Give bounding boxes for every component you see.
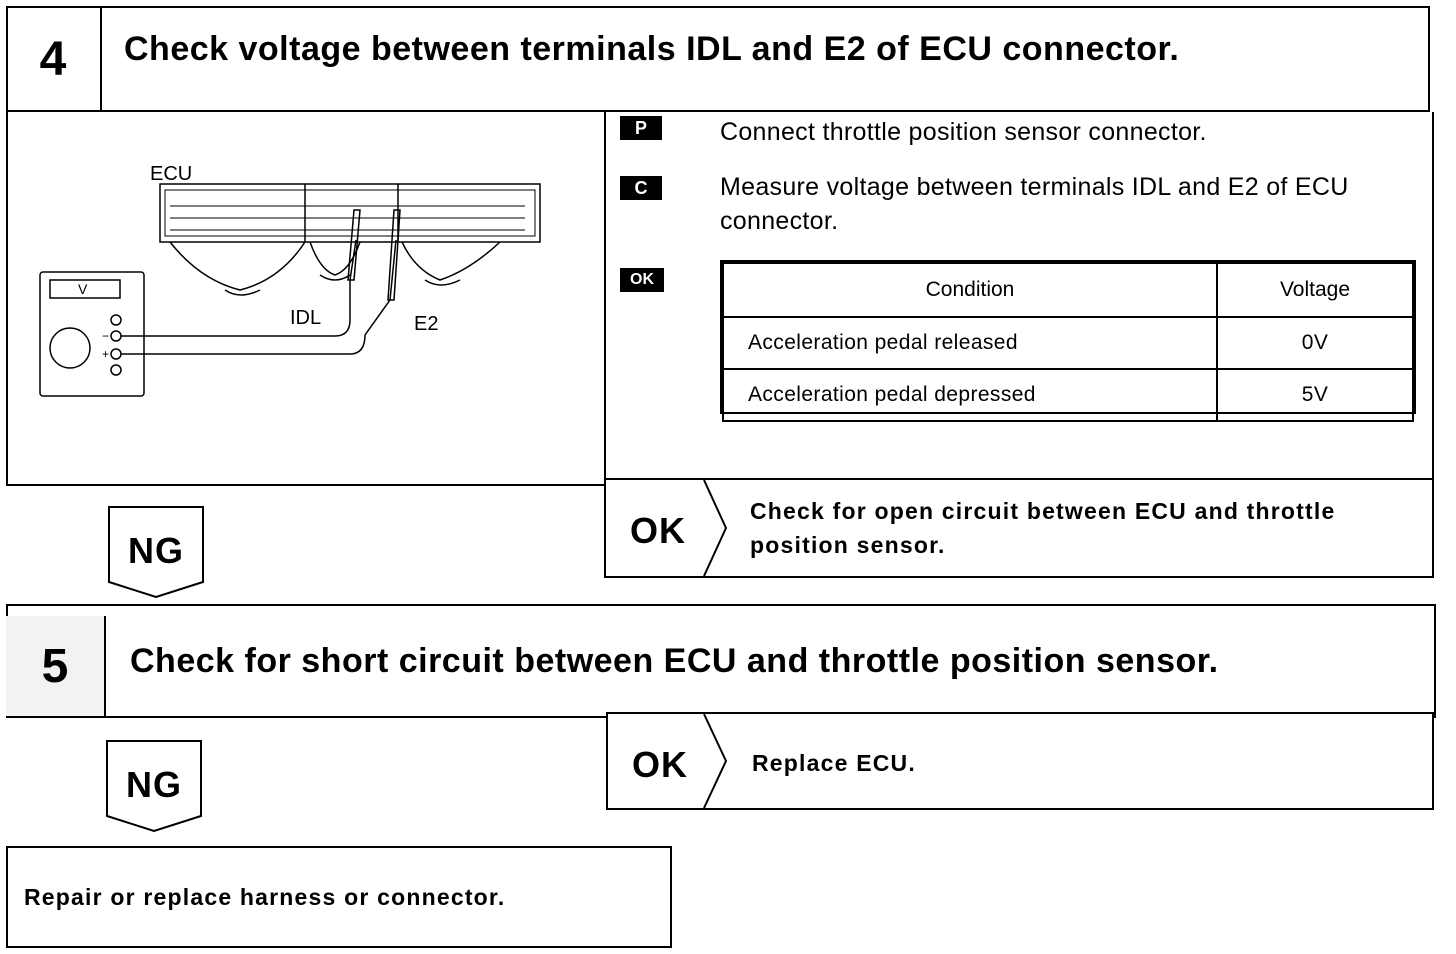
final-action-text: Repair or replace harness or connector. [24, 884, 506, 910]
table-header-condition: Condition [722, 262, 1218, 318]
step4-header [6, 6, 1430, 112]
table-cell-voltage: 5V [1216, 368, 1414, 422]
step4-ok-result-box [604, 478, 1434, 578]
check-tag: C [620, 176, 662, 200]
step4-divider [604, 112, 606, 478]
step5-number-cell: 5 [6, 616, 106, 716]
step4-ok-chevron-icon [703, 480, 728, 576]
plus-terminal-label: + [102, 347, 109, 361]
step5-ok-result-text: Replace ECU. [752, 750, 916, 776]
step5-ok-chevron-icon [703, 714, 728, 808]
step5-ok-result-box [606, 712, 1434, 810]
step5-ng-arrow-icon [106, 740, 202, 832]
step4-ok-result-text: Check for open circuit between ECU and t… [750, 498, 1336, 558]
step4-ng-arrow-icon [108, 506, 204, 598]
e2-label: E2 [414, 313, 438, 335]
table-row: Acceleration pedal released 0V [722, 316, 1414, 370]
final-action-box [6, 846, 672, 948]
instruction-measure: Measure voltage between terminals IDL an… [720, 173, 1349, 235]
table-header-voltage: Voltage [1216, 262, 1414, 318]
instruction-connect: Connect throttle position sensor connect… [720, 118, 1207, 146]
step5-title: Check for short circuit between ECU and … [130, 642, 1219, 680]
ok-spec-tag: OK [620, 268, 664, 292]
table-row: Acceleration pedal depressed 5V [722, 368, 1414, 422]
ecu-label: ECU [150, 163, 192, 185]
step4-ok-label: OK [630, 510, 686, 551]
step4-ng-label: NG [128, 530, 184, 571]
table-header-row: Condition Voltage [722, 262, 1414, 318]
step4-number-cell: 4 [6, 6, 102, 112]
step5-number: 5 [41, 639, 69, 693]
voltmeter-label: V [78, 281, 88, 297]
condition-voltage-table: Condition Voltage Acceleration pedal rel… [720, 260, 1416, 422]
step4-number: 4 [39, 32, 67, 86]
step5-ng-label: NG [126, 764, 182, 805]
minus-terminal-label: − [102, 329, 109, 343]
idl-label: IDL [290, 307, 321, 329]
table-cell-voltage: 0V [1216, 316, 1414, 370]
ecu-voltmeter-diagram: ECU V IDL E2 − + [39, 163, 541, 397]
step5-ok-label: OK [632, 744, 688, 785]
table-cell-condition: Acceleration pedal released [722, 316, 1218, 370]
step4-title: Check voltage between terminals IDL and … [124, 30, 1180, 68]
table-cell-condition: Acceleration pedal depressed [722, 368, 1218, 422]
prep-tag: P [620, 116, 662, 140]
